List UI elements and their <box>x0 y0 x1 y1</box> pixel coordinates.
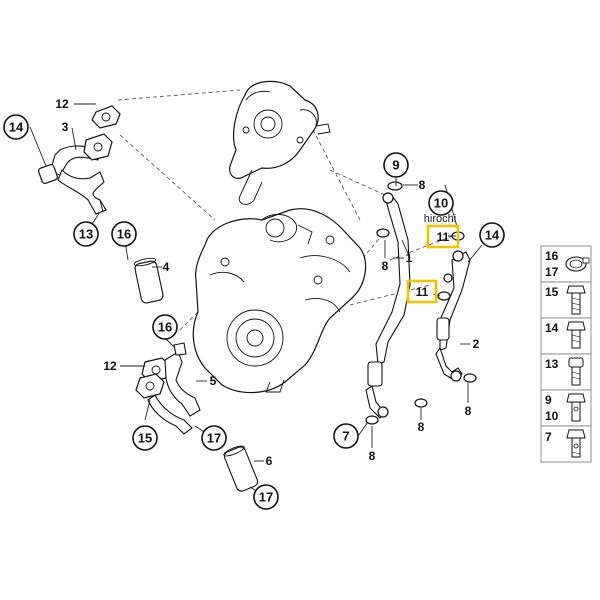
svg-text:16: 16 <box>545 249 559 263</box>
callout-10[interactable]: 10 <box>428 190 454 216</box>
svg-text:10: 10 <box>545 409 559 423</box>
callout-15[interactable]: 15 <box>132 425 158 451</box>
svg-text:7: 7 <box>342 429 349 444</box>
hollow-bolt-icon <box>566 429 586 458</box>
svg-text:16: 16 <box>117 227 131 242</box>
label-8-a[interactable]: 8 <box>419 178 426 192</box>
svg-text:8: 8 <box>465 404 472 418</box>
socket-screw-icon <box>568 357 584 386</box>
svg-text:14: 14 <box>9 120 24 135</box>
svg-text:12: 12 <box>55 97 69 111</box>
label-8-e[interactable]: 8 <box>465 404 472 418</box>
hex-bolt-short-icon <box>566 321 586 349</box>
label-12-middle[interactable]: 12 <box>103 359 117 373</box>
legend-row-9-10[interactable]: 9 10 <box>545 393 586 423</box>
svg-text:5: 5 <box>210 374 217 388</box>
legend-row-14[interactable]: 14 <box>545 321 586 349</box>
label-11-highlighted-lower[interactable]: 11 <box>406 279 438 304</box>
label-6[interactable]: 6 <box>266 454 273 468</box>
callout-13[interactable]: 13 <box>73 221 99 247</box>
callout-14-left[interactable]: 14 <box>3 114 29 140</box>
callout-9[interactable]: 9 <box>383 152 409 178</box>
svg-text:9: 9 <box>392 158 399 173</box>
label-5[interactable]: 5 <box>210 374 217 388</box>
label-12-top[interactable]: 12 <box>55 97 69 111</box>
svg-text:2: 2 <box>473 337 480 351</box>
label-11-highlighted-upper[interactable]: 11 <box>426 224 460 249</box>
legend-row-16-17[interactable]: 16 17 <box>545 249 590 279</box>
oil-pipe-part-5 <box>135 342 201 435</box>
svg-text:17: 17 <box>259 490 273 505</box>
label-8-d[interactable]: 8 <box>418 420 425 434</box>
oil-line-part-2 <box>435 250 471 382</box>
svg-text:13: 13 <box>545 357 559 371</box>
watermark-text: hirochi <box>424 213 456 225</box>
legend-row-13[interactable]: 13 <box>545 357 584 386</box>
turbocharger-main-illustration <box>192 208 367 394</box>
svg-text:8: 8 <box>382 259 389 273</box>
callout-17-upper[interactable]: 17 <box>201 425 227 451</box>
svg-text:4: 4 <box>163 260 170 274</box>
label-2[interactable]: 2 <box>473 337 480 351</box>
svg-text:6: 6 <box>266 454 273 468</box>
hose-part-6 <box>223 445 259 492</box>
label-4[interactable]: 4 <box>163 260 170 274</box>
label-3[interactable]: 3 <box>62 120 69 134</box>
hex-bolt-icon <box>566 285 586 315</box>
label-8-b[interactable]: 8 <box>382 259 389 273</box>
svg-text:9: 9 <box>545 393 552 407</box>
svg-text:14: 14 <box>545 321 559 335</box>
svg-text:17: 17 <box>545 265 559 279</box>
turbocharger-top-illustration <box>229 80 331 205</box>
svg-text:14: 14 <box>485 228 500 243</box>
svg-text:8: 8 <box>419 178 426 192</box>
svg-text:15: 15 <box>545 285 559 299</box>
banjo-bolt-icon <box>566 393 586 422</box>
callout-14-right[interactable]: 14 <box>479 222 505 248</box>
legend-row-7[interactable]: 7 <box>545 429 586 458</box>
svg-text:13: 13 <box>79 227 93 242</box>
svg-text:16: 16 <box>158 320 172 335</box>
legend-row-15[interactable]: 15 <box>545 285 586 315</box>
label-1[interactable]: 1 <box>406 251 413 265</box>
svg-text:8: 8 <box>369 449 376 463</box>
svg-text:10: 10 <box>434 196 448 211</box>
oil-line-part-1 <box>365 192 411 419</box>
callout-7[interactable]: 7 <box>333 423 359 449</box>
svg-text:3: 3 <box>62 120 69 134</box>
callout-16-middle[interactable]: 16 <box>152 314 178 340</box>
svg-text:15: 15 <box>138 431 152 446</box>
callout-17-lower[interactable]: 17 <box>253 484 279 510</box>
oil-pipe-part-3 <box>37 105 121 215</box>
hose-clamp-icon <box>565 256 590 272</box>
svg-text:12: 12 <box>103 359 117 373</box>
svg-text:7: 7 <box>545 430 552 444</box>
callout-16-top[interactable]: 16 <box>111 221 137 247</box>
hose-part-4 <box>133 257 164 304</box>
svg-text:8: 8 <box>418 420 425 434</box>
svg-text:17: 17 <box>207 431 221 446</box>
fastener-legend-table: 16 17 15 14 13 <box>540 245 592 463</box>
svg-text:11: 11 <box>416 285 429 299</box>
svg-text:11: 11 <box>437 230 450 244</box>
label-8-c[interactable]: 8 <box>369 449 376 463</box>
svg-text:1: 1 <box>406 251 413 265</box>
